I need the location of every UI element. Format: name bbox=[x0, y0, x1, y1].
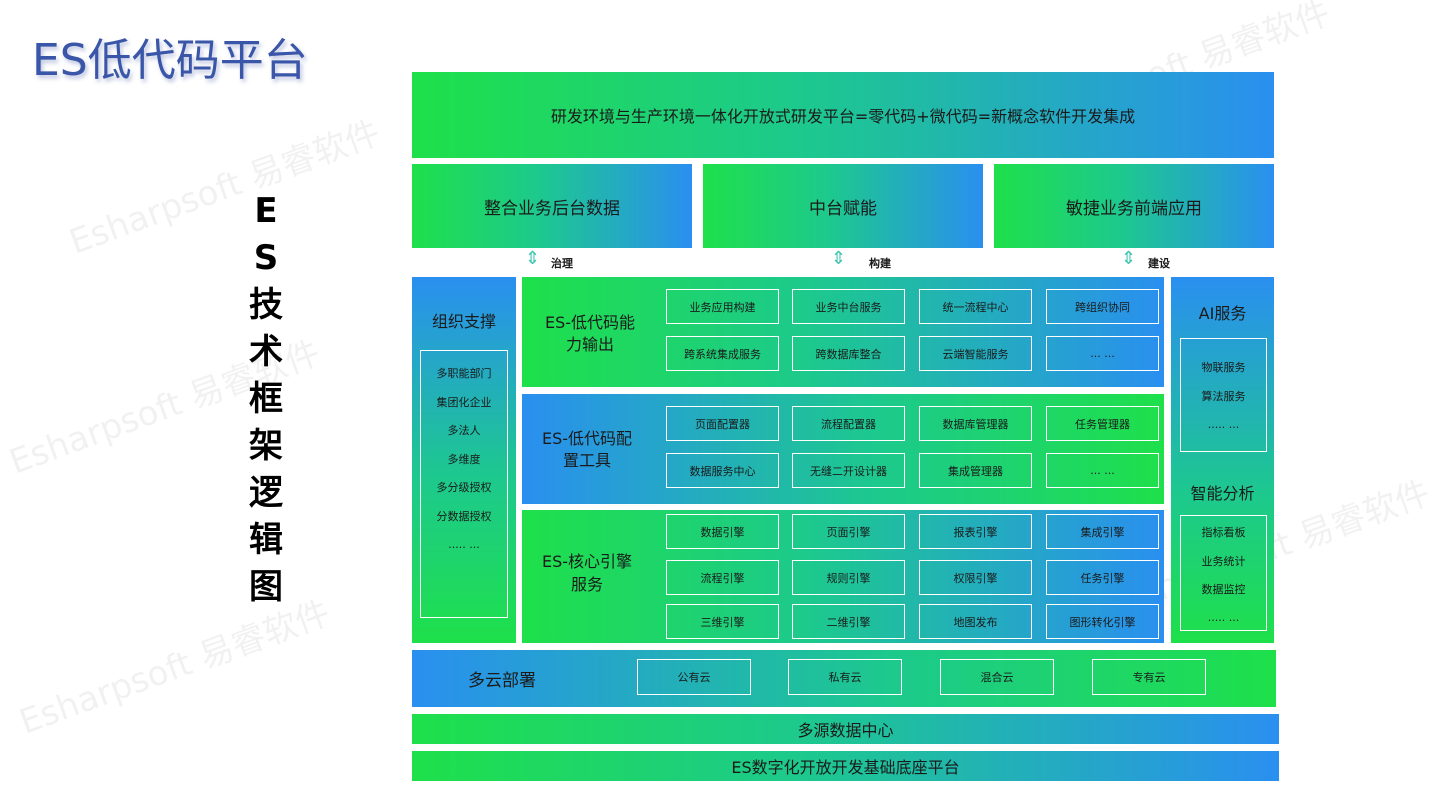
ability-item: 统一流程中心 bbox=[919, 289, 1032, 324]
org-support-panel: 组织支撑 多职能部门 集团化企业 多法人 多维度 多分级授权 分数据授权 ...… bbox=[412, 277, 516, 643]
ai-service-list: 物联服务 算法服务 ..... ... bbox=[1180, 338, 1267, 452]
vertical-title-char: E bbox=[254, 191, 278, 231]
ai-service-title: AI服务 bbox=[1198, 304, 1247, 323]
list-item: 数据监控 bbox=[1201, 583, 1246, 597]
smart-analysis-title: 智能分析 bbox=[1190, 484, 1255, 503]
vertical-title-char: 逻 bbox=[249, 473, 283, 513]
list-item: ..... ... bbox=[1207, 417, 1240, 431]
list-item: 指标看板 bbox=[1201, 526, 1246, 540]
list-item: 多职能部门 bbox=[436, 367, 492, 381]
multi-cloud-panel: 多云部署 公有云 私有云 混合云 专有云 bbox=[412, 650, 1276, 707]
cloud-item: 混合云 bbox=[940, 659, 1054, 695]
list-item: ..... ... bbox=[448, 537, 480, 551]
vertical-title-char: 技 bbox=[249, 285, 283, 325]
arrow-label-construct: 建设 bbox=[1148, 257, 1170, 270]
ability-item: 跨组织协同 bbox=[1046, 289, 1159, 324]
arrow-label-build: 构建 bbox=[869, 257, 891, 270]
core-engine-panel: ES-核心引擎服务 数据引擎 页面引擎 报表引擎 集成引擎 流程引擎 规则引擎 … bbox=[522, 510, 1164, 643]
config-item: 无缝二开设计器 bbox=[792, 453, 905, 488]
double-arrow-icon: ⇕ bbox=[831, 248, 847, 269]
ability-item: 跨系统集成服务 bbox=[666, 336, 779, 371]
core-engine-title: ES-核心引擎服务 bbox=[541, 552, 633, 594]
vertical-title-char: 辑 bbox=[249, 520, 283, 560]
ability-item: ... ... bbox=[1046, 336, 1159, 371]
config-item: ... ... bbox=[1046, 453, 1159, 488]
top-banner: 研发环境与生产环境一体化开放式研发平台=零代码+微代码=新概念软件开发集成 bbox=[412, 72, 1274, 158]
vertical-title-char: 框 bbox=[249, 379, 283, 419]
engine-item: 规则引擎 bbox=[792, 560, 905, 595]
config-item: 流程配置器 bbox=[792, 406, 905, 441]
cloud-item: 公有云 bbox=[637, 659, 751, 695]
pillar-backend-data: 整合业务后台数据 bbox=[412, 164, 692, 248]
config-tools-title: ES-低代码配置工具 bbox=[541, 429, 633, 470]
list-item: 多分级授权 bbox=[436, 481, 492, 495]
cloud-item: 私有云 bbox=[788, 659, 902, 695]
pillar-middle-platform: 中台赋能 bbox=[703, 164, 983, 248]
vertical-title-char: S bbox=[253, 238, 279, 278]
list-item: 分数据授权 bbox=[436, 509, 492, 523]
list-item: 业务统计 bbox=[1201, 554, 1246, 568]
config-item: 数据服务中心 bbox=[666, 453, 779, 488]
ability-item: 跨数据库整合 bbox=[792, 336, 905, 371]
ability-item: 业务中台服务 bbox=[792, 289, 905, 324]
watermark: Esharpsoft 易睿软件 bbox=[14, 593, 336, 743]
ability-item: 业务应用构建 bbox=[666, 289, 779, 324]
engine-item: 二维引擎 bbox=[792, 604, 905, 639]
config-tools-panel: ES-低代码配置工具 页面配置器 流程配置器 数据库管理器 任务管理器 数据服务… bbox=[522, 394, 1164, 504]
engine-item: 地图发布 bbox=[919, 604, 1032, 639]
vertical-title-char: 图 bbox=[249, 567, 283, 607]
base-platform-bar: ES数字化开放开发基础底座平台 bbox=[412, 751, 1279, 781]
pillar-frontend-apps: 敏捷业务前端应用 bbox=[994, 164, 1274, 248]
vertical-title-char: 架 bbox=[249, 426, 283, 466]
list-item: 算法服务 bbox=[1201, 389, 1246, 403]
multi-cloud-title: 多云部署 bbox=[468, 670, 536, 691]
engine-item: 集成引擎 bbox=[1046, 514, 1159, 549]
ability-output-panel: ES-低代码能力输出 业务应用构建 业务中台服务 统一流程中心 跨组织协同 跨系… bbox=[522, 277, 1164, 387]
config-item: 页面配置器 bbox=[666, 406, 779, 441]
org-support-list: 多职能部门 集团化企业 多法人 多维度 多分级授权 分数据授权 ..... ..… bbox=[420, 350, 508, 618]
engine-item: 流程引擎 bbox=[666, 560, 779, 595]
config-item: 集成管理器 bbox=[919, 453, 1032, 488]
config-item: 任务管理器 bbox=[1046, 406, 1159, 441]
list-item: 集团化企业 bbox=[436, 395, 492, 409]
double-arrow-icon: ⇕ bbox=[525, 248, 541, 269]
ability-output-title: ES-低代码能力输出 bbox=[544, 313, 636, 354]
ability-item: 云端智能服务 bbox=[919, 336, 1032, 371]
vertical-title: E S 技 术 框 架 逻 辑 图 bbox=[246, 188, 286, 611]
org-support-title: 组织支撑 bbox=[431, 312, 496, 331]
cloud-item: 专有云 bbox=[1092, 659, 1206, 695]
page-title: ES低代码平台 bbox=[32, 35, 308, 86]
list-item: ..... ... bbox=[1207, 611, 1240, 625]
engine-item: 报表引擎 bbox=[919, 514, 1032, 549]
list-item: 多维度 bbox=[447, 452, 481, 466]
data-center-bar: 多源数据中心 bbox=[412, 714, 1279, 744]
list-item: 多法人 bbox=[447, 424, 481, 438]
watermark: Esharpsoft 易睿软件 bbox=[64, 113, 386, 263]
config-item: 数据库管理器 bbox=[919, 406, 1032, 441]
list-item: 物联服务 bbox=[1201, 361, 1246, 375]
arrow-label-governance: 治理 bbox=[551, 257, 573, 270]
engine-item: 三维引擎 bbox=[666, 604, 779, 639]
engine-item: 图形转化引擎 bbox=[1046, 604, 1159, 639]
double-arrow-icon: ⇕ bbox=[1121, 248, 1137, 269]
ai-panel: AI服务 物联服务 算法服务 ..... ... 智能分析 指标看板 业务统计 … bbox=[1171, 277, 1274, 643]
engine-item: 页面引擎 bbox=[792, 514, 905, 549]
engine-item: 数据引擎 bbox=[666, 514, 779, 549]
vertical-title-char: 术 bbox=[249, 332, 283, 372]
engine-item: 任务引擎 bbox=[1046, 560, 1159, 595]
engine-item: 权限引擎 bbox=[919, 560, 1032, 595]
smart-analysis-list: 指标看板 业务统计 数据监控 ..... ... bbox=[1180, 515, 1267, 631]
